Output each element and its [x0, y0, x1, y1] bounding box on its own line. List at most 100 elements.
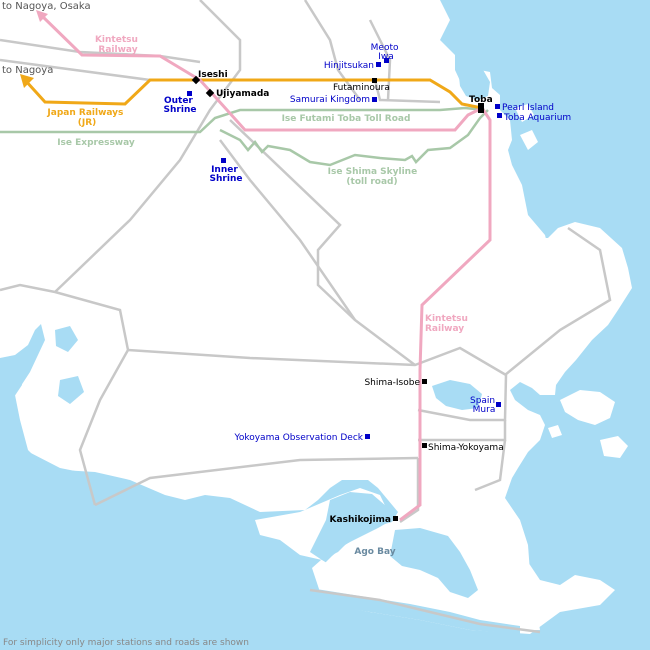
skyline-label: Ise Shima Skyline (toll road) — [328, 167, 421, 187]
toba-label: Toba — [469, 95, 493, 105]
dir-nagoya: to Nagoya — [2, 65, 53, 76]
kintetsu-arrow — [36, 10, 48, 22]
ujiyamada-label: Ujiyamada — [216, 89, 269, 99]
kashikojima-label: Kashikojima — [330, 515, 391, 525]
skyline-2: (toll road) — [346, 177, 397, 187]
spain-label: Spain Mura — [470, 396, 498, 415]
meoto-marker — [384, 58, 389, 63]
shima-isobe-marker — [422, 379, 427, 384]
kintetsu-label-1: Kintetsu — [95, 35, 138, 45]
road-north-2 — [0, 58, 151, 82]
ago-bay-arm — [390, 528, 478, 598]
ise-shima-skyline-line — [219, 109, 489, 167]
station-markers — [191, 75, 484, 521]
spain-2: Mura — [473, 405, 496, 415]
station-labels: Iseshi Ujiyamada Futaminoura Toba Shima-… — [198, 70, 504, 525]
yokoyama-deck-label: Yokoyama Observation Deck — [234, 433, 364, 443]
inner-1: Inner — [211, 165, 238, 175]
west-inlet-4 — [25, 450, 90, 482]
road-east-coast — [504, 226, 612, 376]
jr-arrow — [20, 74, 34, 88]
west-inlet-1 — [0, 360, 22, 402]
roads — [0, 0, 612, 634]
road-east-south — [474, 439, 507, 492]
ago-bay-water — [310, 492, 392, 560]
iseshi-label: Iseshi — [198, 70, 228, 80]
kintetsu-line — [38, 12, 492, 522]
dir-nagoya-osaka: to Nagoya, Osaka — [2, 1, 91, 12]
road-center-west — [0, 283, 130, 506]
pearl-marker — [495, 104, 500, 109]
shima-isobe-label: Shima-Isobe — [364, 378, 420, 388]
outer-shrine-label: Outer Shrine — [164, 96, 197, 115]
island-4 — [515, 104, 534, 122]
road-coast-north — [303, 0, 362, 101]
road-cross — [127, 346, 507, 377]
west-coast — [0, 290, 50, 358]
road-sw-2 — [229, 119, 356, 321]
kintetsu-label: Kintetsu Railway — [95, 35, 141, 55]
spain-1: Spain — [470, 396, 495, 406]
jr-label: Japan Railways (JR) — [46, 108, 126, 128]
hinjitsukan-marker — [376, 62, 381, 67]
road-south — [94, 456, 419, 507]
road-sw-1 — [219, 139, 416, 366]
west-inlet-2 — [55, 326, 78, 352]
toba-marker — [478, 103, 484, 113]
samurai-label: Samurai Kingdom — [290, 95, 370, 105]
toll-roads — [0, 106, 489, 167]
road-isobe-east — [417, 374, 508, 422]
toba-bay — [458, 64, 490, 100]
kintetsu-south-1: Kintetsu — [425, 314, 468, 324]
expressway-label: Ise Expressway — [57, 138, 135, 148]
toll-road-label: Ise Futami Toba Toll Road — [282, 114, 411, 124]
meoto-1: Meoto — [371, 43, 399, 53]
ago-bay-label: Ago Bay — [354, 547, 395, 557]
bays — [0, 64, 520, 634]
shima-yokoyama-marker — [422, 443, 427, 448]
bottom-channel — [310, 588, 520, 634]
meoto-label: Meoto Iwa — [371, 43, 402, 62]
jr-label-1: Japan Railways — [46, 108, 123, 118]
aquarium-label: Toba Aquarium — [503, 113, 571, 123]
ujiyamada-marker — [205, 88, 215, 98]
spain-marker — [496, 402, 501, 407]
mainland — [0, 0, 632, 630]
west-inlet-3 — [58, 376, 84, 404]
attraction-labels: Meoto Iwa Hinjitsukan Samurai Kingdom Ou… — [164, 43, 572, 443]
footer-note: For simplicity only major stations and r… — [3, 638, 249, 648]
outer-2: Shrine — [164, 105, 197, 115]
hinjitsukan-label: Hinjitsukan — [324, 61, 374, 71]
jr-label-2: (JR) — [78, 118, 97, 128]
aquarium-marker — [497, 113, 502, 118]
island-1 — [560, 390, 615, 425]
outer-shrine-marker — [187, 91, 192, 96]
kashikojima-marker — [393, 516, 398, 521]
shima-yokoyama-label: Shima-Yokoyama — [428, 443, 504, 453]
road-kashiko — [399, 458, 420, 524]
skyline-1: Ise Shima Skyline — [328, 167, 418, 177]
futaminoura-marker — [372, 78, 377, 83]
kintetsu-label-2: Railway — [98, 45, 137, 55]
ise-expressway-line — [0, 106, 486, 134]
inner-shrine-marker — [221, 158, 226, 163]
attraction-markers — [187, 58, 502, 439]
road-hinjitsukan — [373, 79, 441, 104]
island-2 — [600, 436, 628, 458]
inner-2: Shrine — [210, 174, 243, 184]
road-coast-bottom — [309, 588, 541, 634]
yokoyama-deck-marker — [365, 434, 370, 439]
kintetsu-label-south: Kintetsu Railway — [425, 314, 471, 334]
futaminoura-label: Futaminoura — [333, 83, 390, 93]
kintetsu-south-2: Railway — [425, 324, 464, 334]
outer-1: Outer — [164, 96, 193, 106]
meoto-2: Iwa — [378, 52, 394, 62]
inner-shrine-label: Inner Shrine — [210, 165, 243, 184]
iseshi-marker — [191, 75, 201, 85]
island-3 — [548, 425, 562, 438]
isobe-inlet — [432, 380, 482, 410]
island-5 — [520, 130, 538, 150]
road-west-arc — [54, 0, 242, 293]
pearl-label: Pearl Island — [502, 103, 554, 113]
